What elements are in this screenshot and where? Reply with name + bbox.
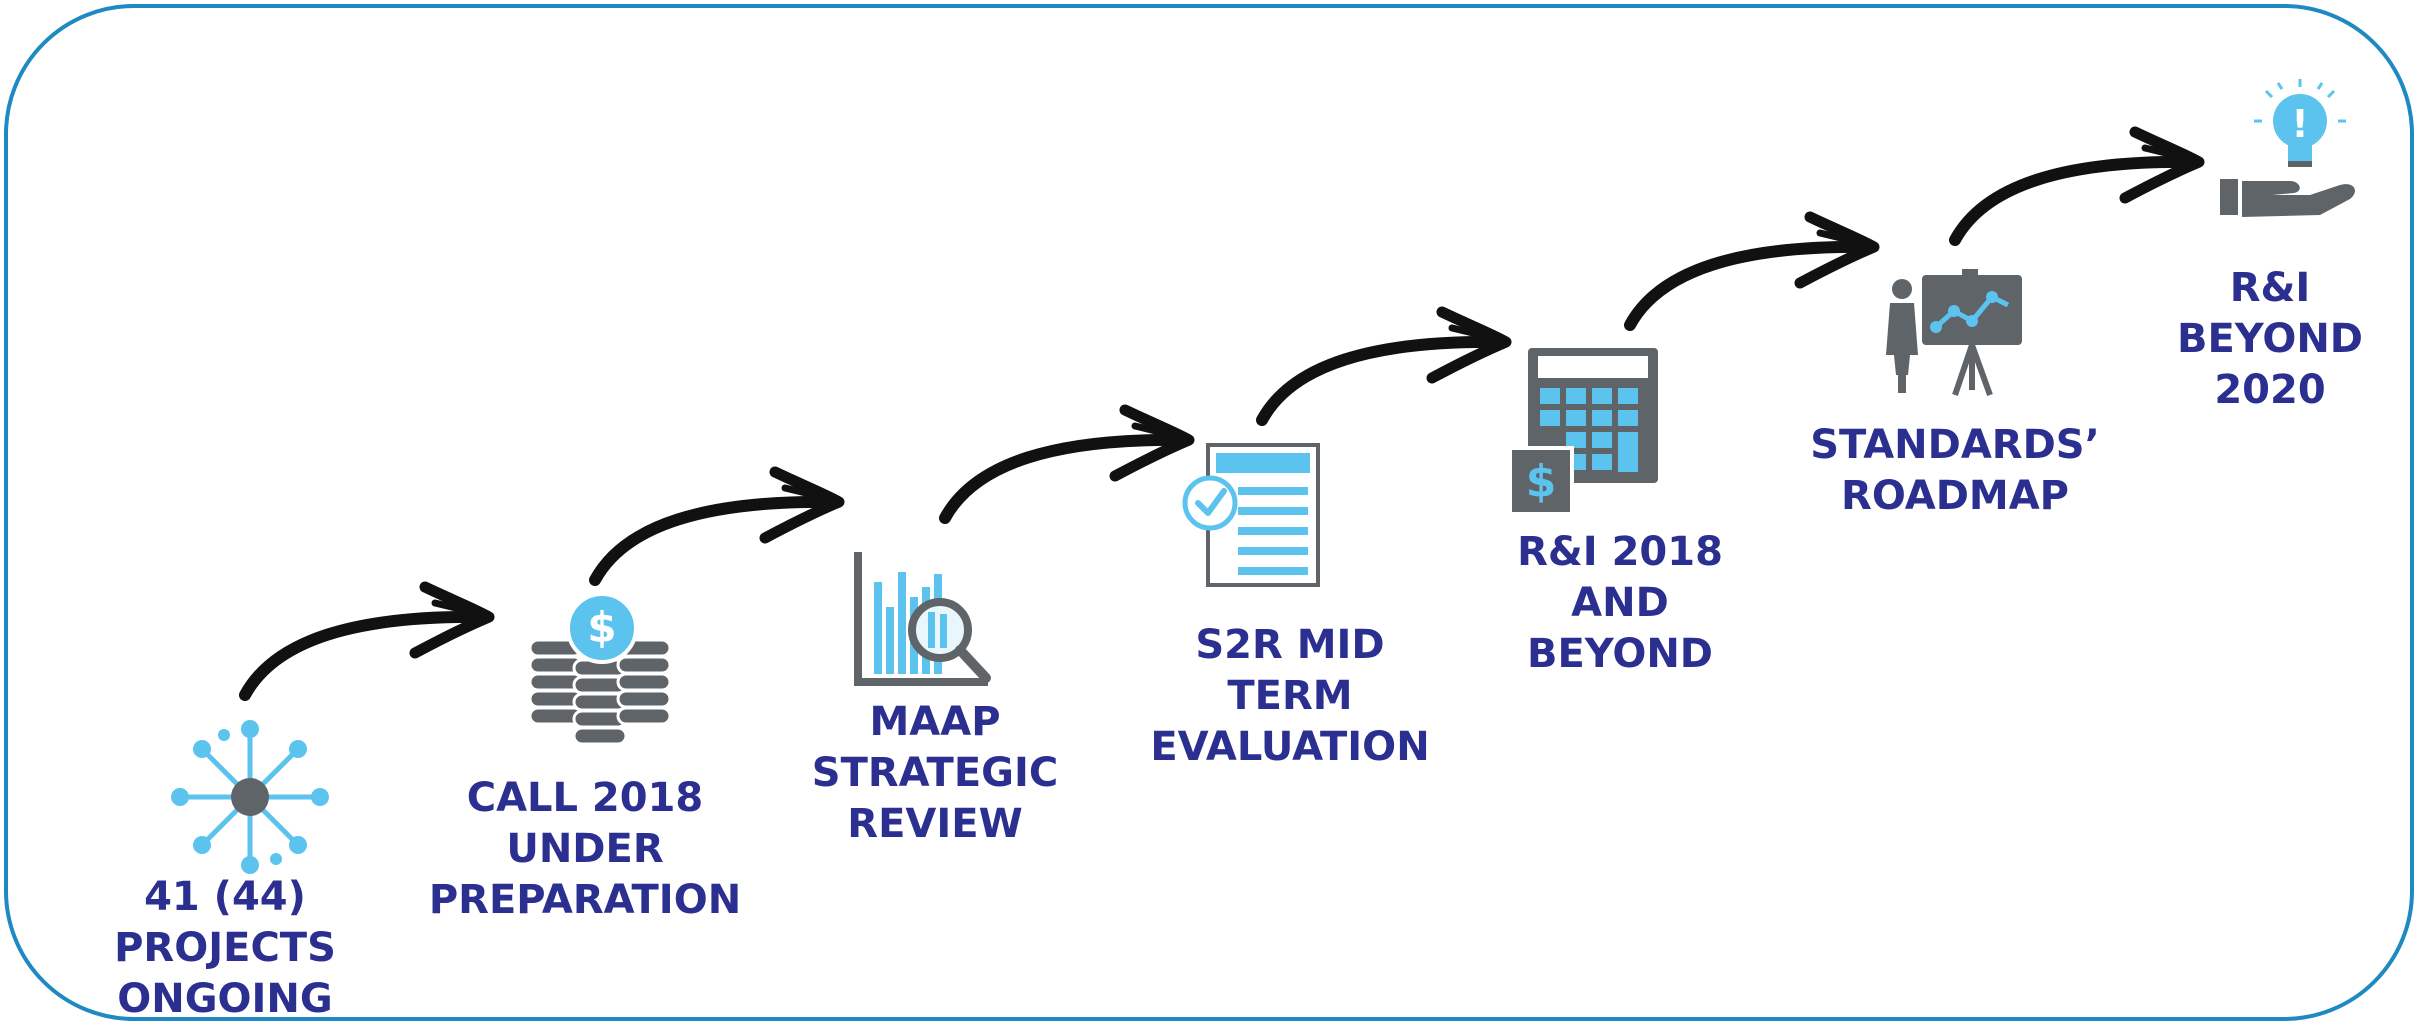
step-label-ri2020: R&I BEYOND 2020 xyxy=(2155,263,2385,416)
label-line: AND xyxy=(1571,580,1669,626)
label-line: 2020 xyxy=(2214,367,2326,413)
svg-text:$: $ xyxy=(1526,456,1557,507)
arrow-1 xyxy=(245,587,489,695)
label-line: STRATEGIC xyxy=(811,750,1059,796)
step-label-maap: MAAP STRATEGIC REVIEW xyxy=(790,697,1080,850)
arrow-5 xyxy=(1630,217,1874,325)
label-line: MAAP xyxy=(869,699,1001,745)
step-label-standards: STANDARDS’ ROADMAP xyxy=(1790,420,2120,522)
label-line: PREPARATION xyxy=(428,877,742,923)
label-line: CALL 2018 xyxy=(466,775,704,821)
arrow-4 xyxy=(1262,312,1506,420)
chart-magnifier-icon xyxy=(854,552,991,686)
step-label-call: CALL 2018 UNDER PREPARATION xyxy=(405,773,765,926)
step-label-ri2018: R&I 2018 AND BEYOND xyxy=(1480,527,1760,680)
label-line: EVALUATION xyxy=(1150,724,1430,770)
label-line: R&I 2018 xyxy=(1517,529,1723,575)
coins-dollar-icon: $ xyxy=(528,592,672,746)
label-line: BEYOND xyxy=(1526,631,1714,677)
label-line: ONGOING xyxy=(117,976,333,1022)
arrow-6 xyxy=(1955,132,2199,240)
arrow-2 xyxy=(595,472,839,580)
label-line: BEYOND xyxy=(2176,316,2364,362)
step-label-projects: 41 (44) PROJECTS ONGOING xyxy=(95,872,355,1025)
svg-text:!: ! xyxy=(2291,102,2308,146)
label-line: S2R MID xyxy=(1195,622,1385,668)
label-line: TERM xyxy=(1227,673,1353,719)
label-line: 41 (44) xyxy=(144,874,306,920)
label-line: PROJECTS xyxy=(114,925,336,971)
label-line: R&I xyxy=(2229,265,2311,311)
arrow-3 xyxy=(945,410,1189,518)
calculator-budget-icon: $ xyxy=(1508,348,1658,516)
label-line: STANDARDS’ xyxy=(1810,422,2100,468)
rounded-frame xyxy=(4,4,2414,1021)
label-line: UNDER xyxy=(506,826,664,872)
checklist-document-icon xyxy=(1182,443,1320,587)
svg-text:$: $ xyxy=(587,603,616,652)
network-hub-icon xyxy=(171,720,329,874)
presentation-board-icon xyxy=(1886,269,2022,397)
label-line: ROADMAP xyxy=(1841,473,2069,519)
idea-hand-icon: ! xyxy=(2220,79,2355,217)
label-line: REVIEW xyxy=(847,801,1023,847)
step-label-s2r: S2R MID TERM EVALUATION xyxy=(1125,620,1455,773)
